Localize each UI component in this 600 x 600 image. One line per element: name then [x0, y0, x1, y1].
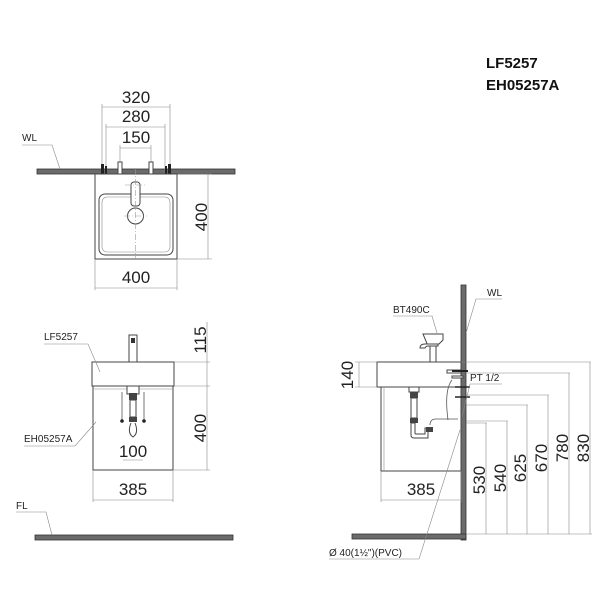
side-view: WL BT490C PT 1/2 140	[329, 284, 593, 560]
dim-385-side: 385	[407, 480, 435, 499]
model-cabinet-label: EH05257A	[486, 77, 560, 94]
cabinet-side	[380, 386, 462, 472]
faucet-model-label: BT490C	[393, 305, 430, 316]
floor-label: FL	[16, 501, 28, 512]
side-floor-strip	[351, 533, 467, 540]
bracket-left	[101, 164, 104, 178]
dim-cabinet-400: 400	[191, 414, 210, 442]
dim-625: 625	[511, 454, 530, 482]
dim-830: 830	[574, 434, 593, 462]
basin-side	[376, 361, 462, 388]
front-view: 100 LF5257 EH05257A 115 400 385 FL	[16, 322, 234, 541]
dim-115: 115	[191, 326, 210, 353]
dim-320: 320	[122, 88, 150, 107]
dim-depth-400: 400	[192, 203, 211, 231]
dim-670: 670	[532, 444, 551, 472]
wall-strip	[36, 168, 236, 175]
top-wall-label: WL	[22, 133, 37, 144]
floor-strip	[34, 534, 234, 541]
bracket-right	[168, 164, 171, 178]
model-basin-label: LF5257	[486, 55, 538, 72]
dim-150: 150	[122, 128, 150, 147]
dim-385-front: 385	[119, 480, 147, 499]
dim-540: 540	[491, 464, 510, 492]
front-cabinet-label: EH05257A	[24, 434, 73, 445]
top-view: WL 320 280 150	[22, 88, 236, 290]
dim-width-400: 400	[122, 268, 150, 287]
dim-140: 140	[338, 361, 357, 389]
basin-front	[91, 361, 175, 387]
dim-780: 780	[553, 434, 572, 462]
pipe-label: Ø 40(1½")(PVC)	[329, 548, 402, 559]
supply-label: PT 1/2	[470, 373, 500, 384]
faucet-side	[422, 333, 444, 363]
dim-530: 530	[470, 466, 489, 494]
dim-100: 100	[119, 442, 147, 461]
wall-leader	[22, 144, 61, 170]
side-wall-label: WL	[487, 288, 502, 299]
side-wall-strip	[460, 284, 467, 541]
front-basin-label: LF5257	[44, 332, 78, 343]
dim-280: 280	[122, 107, 150, 126]
